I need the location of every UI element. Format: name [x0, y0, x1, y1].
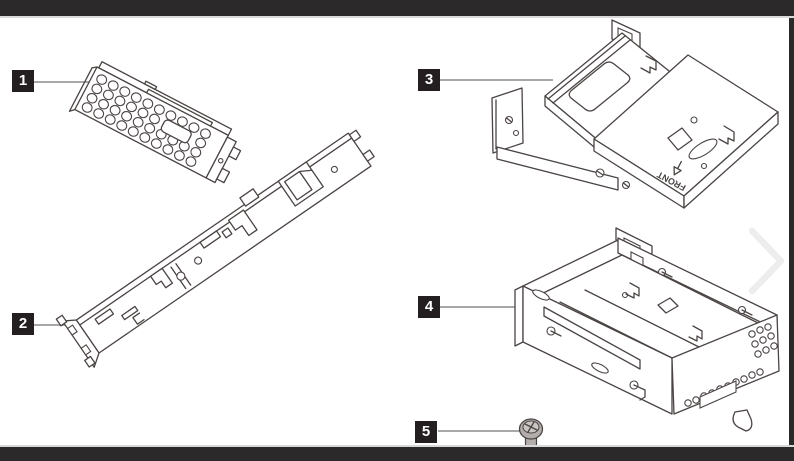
part-drive-tray-assembly: FRONT	[491, 19, 779, 209]
callout-5: 5	[415, 421, 437, 443]
callout-3: 3	[418, 69, 440, 91]
callout-1: 1	[12, 70, 34, 92]
part-long-mounting-bracket	[55, 129, 375, 368]
callout-2: 2	[12, 313, 34, 335]
part-perforated-emc-shield	[68, 61, 242, 184]
next-chevron-icon[interactable]	[748, 227, 785, 295]
top-dark-bar	[0, 0, 794, 18]
leader-lines	[34, 79, 553, 432]
right-dark-edge	[789, 0, 794, 461]
part-screw	[518, 418, 544, 447]
part-drive-cage	[514, 227, 780, 432]
hole-grid	[81, 74, 211, 167]
callout-4: 4	[418, 296, 440, 318]
front-arrow-icon	[673, 160, 682, 176]
bottom-dark-bar	[0, 445, 794, 461]
